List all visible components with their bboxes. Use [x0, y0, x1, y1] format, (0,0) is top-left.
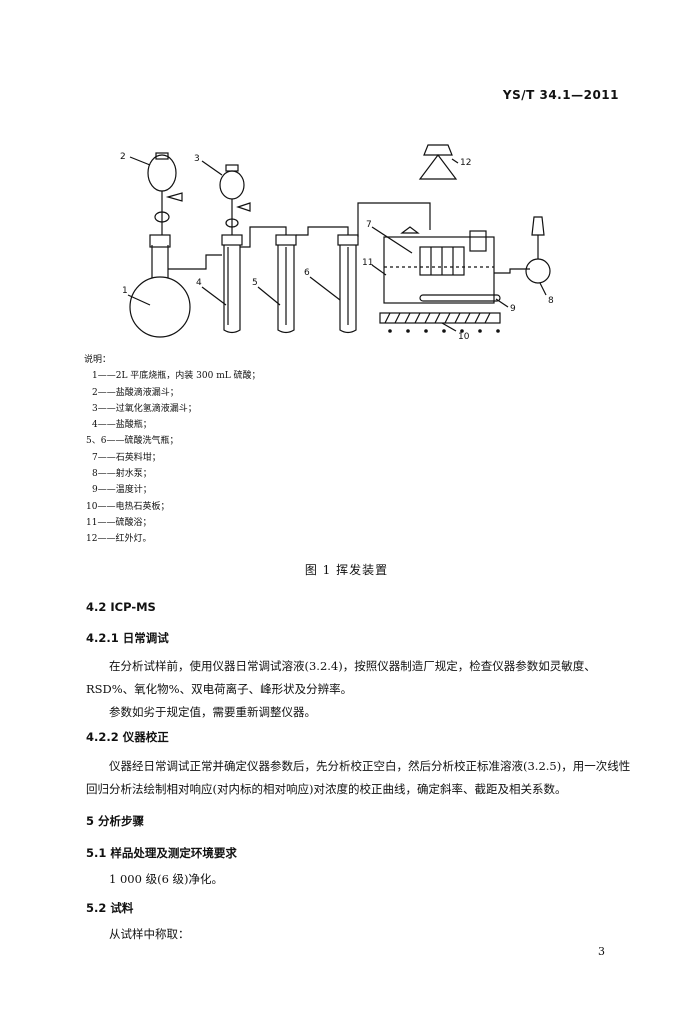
figure-label-12: 12: [460, 158, 471, 168]
hydrogen-peroxide-dropping-funnel: [219, 170, 245, 200]
legend-item: 5、6——硫酸洗气瓶；: [86, 436, 179, 447]
paragraph-4-2-1-1: 在分析试样前，使用仪器日常调试溶液(3.2.4)，按照仪器制造厂规定，检查仪器参…: [86, 659, 596, 696]
section-heading-5-2: 5.2 试料: [86, 901, 134, 915]
volatilization-apparatus-figure: 1 2 3 4 5 6 7 8 9 10 11 12: [120, 144, 554, 342]
legend-item: 3——过氧化氢滴液漏斗；: [92, 403, 197, 414]
legend-item: 10——电热石英板；: [86, 501, 170, 512]
sulfuric-acid-bath: [383, 236, 495, 304]
hydrochloric-acid-dropping-funnel: [147, 154, 177, 192]
thermometer: [419, 294, 501, 302]
figure-label-3: 3: [194, 154, 200, 164]
legend-item: 12——红外灯。: [86, 534, 152, 545]
legend-item: 9——温度计；: [92, 485, 152, 496]
section-heading-5-1: 5.1 样品处理及测定环境要求: [86, 846, 237, 860]
legend-item: 1——2L 平底烧瓶，内装 300 mL 硫酸；: [92, 371, 261, 382]
paragraph-4-2-1-2: 参数如劣于规定值，需要重新调整仪器。: [109, 705, 316, 719]
wash-bottle-5: [277, 245, 295, 334]
figure-legend: 说明： 1——2L 平底烧瓶，内装 300 mL 硫酸； 2——盐酸滴液漏斗； …: [84, 352, 261, 548]
infrared-lamp: [418, 144, 458, 180]
figure-label-11: 11: [362, 258, 373, 268]
legend-item: 7——石英料坩；: [92, 452, 161, 463]
flat-bottom-flask: [129, 276, 191, 338]
figure-label-7: 7: [366, 220, 372, 230]
legend-title: 说明：: [84, 355, 112, 365]
figure-label-1: 1: [122, 286, 128, 296]
paragraph-4-2-2-1: 仪器经日常调试正常并确定仪器参数后，先分析校正空白，然后分析校正标准溶液(3.2…: [86, 759, 631, 796]
section-heading-4-2: 4.2 ICP-MS: [86, 600, 156, 614]
paragraph-5-1-1: 1 000 级(6 级)净化。: [109, 872, 224, 886]
figure-label-4: 4: [196, 278, 202, 288]
legend-item: 2——盐酸滴液漏斗；: [92, 387, 179, 398]
figure-label-10: 10: [458, 332, 470, 342]
legend-item: 4——盐酸瓶；: [92, 420, 152, 431]
page-number: 3: [598, 945, 605, 958]
legend-item: 8——射水泵；: [92, 469, 152, 480]
section-heading-4-2-2: 4.2.2 仪器校正: [86, 730, 169, 744]
paragraph-5-2-1: 从试样中称取：: [109, 927, 190, 941]
wash-bottle-6: [339, 245, 357, 334]
figure-caption: 图 1 挥发装置: [304, 563, 389, 577]
legend-item: 11——硫酸浴；: [86, 517, 152, 528]
section-heading-5: 5 分析步骤: [86, 814, 145, 828]
standard-number: YS/T 34.1—2011: [502, 88, 619, 102]
figure-label-8: 8: [548, 296, 554, 306]
water-jet-pump: [525, 258, 551, 284]
hydrochloric-acid-bottle: [223, 245, 241, 334]
section-heading-4-2-1: 4.2.1 日常调试: [86, 631, 169, 645]
figure-label-6: 6: [304, 268, 310, 278]
figure-label-5: 5: [252, 278, 258, 288]
figure-label-2: 2: [120, 152, 126, 162]
figure-label-9: 9: [510, 304, 516, 314]
